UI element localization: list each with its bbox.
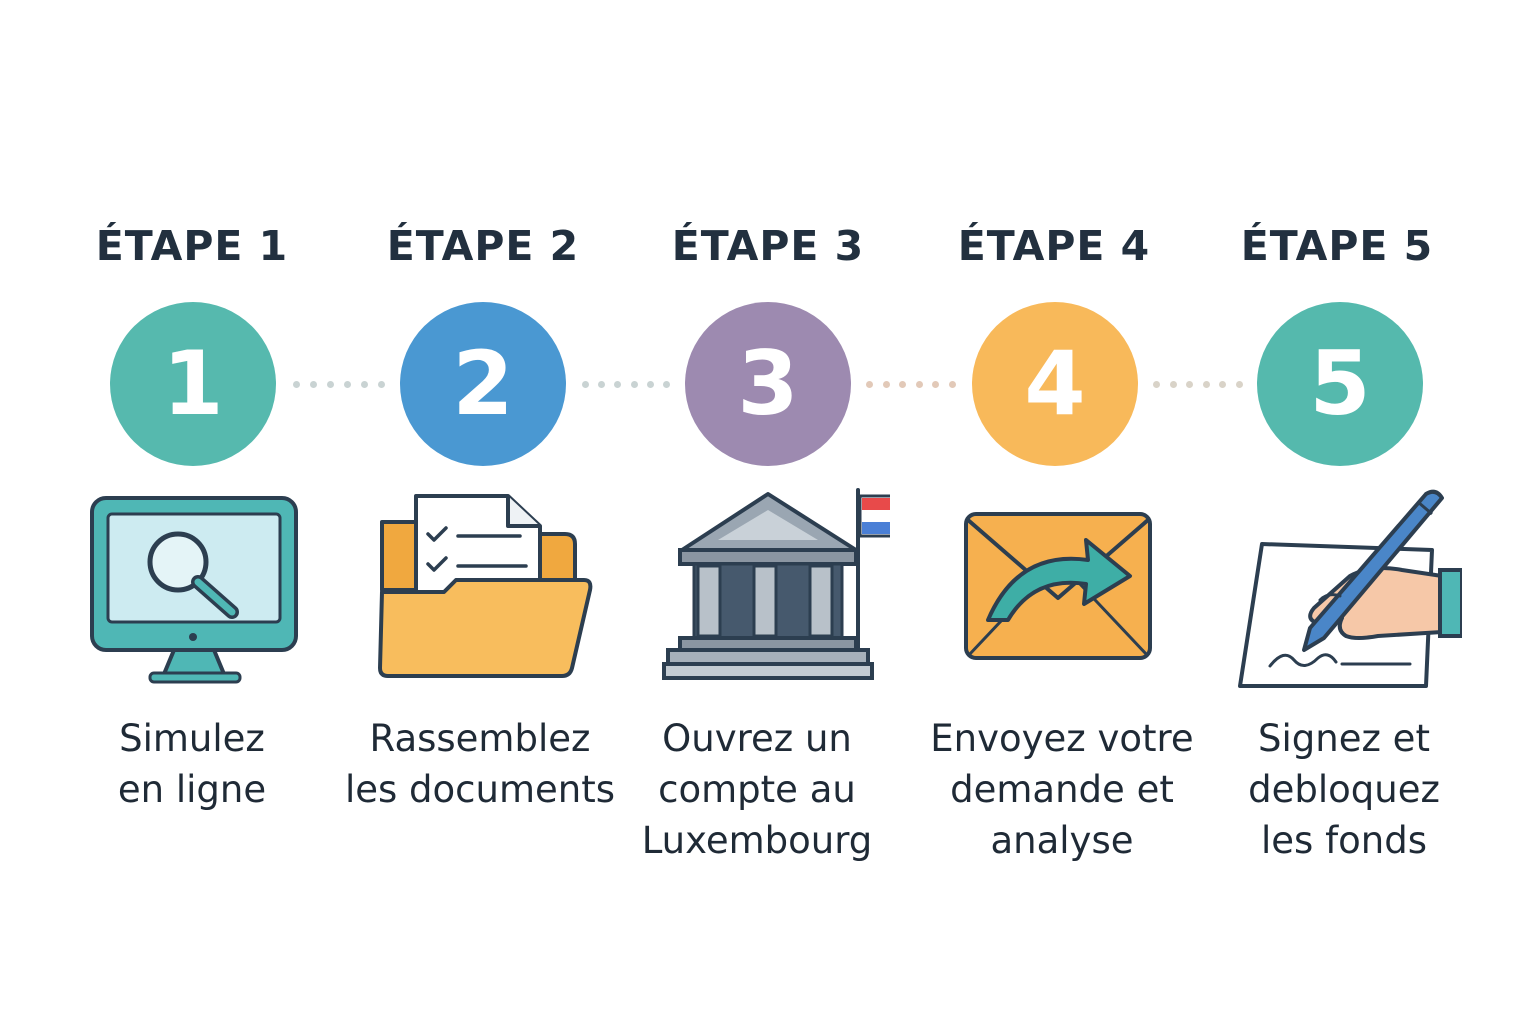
step-3-label-line-1: Ouvrez un (662, 717, 852, 760)
step-4-label-line-2: demande et (950, 768, 1174, 811)
connector-2-3 (582, 380, 670, 388)
connector-dot (1153, 380, 1160, 388)
connector-dot (1235, 380, 1243, 388)
connector-dot (344, 380, 351, 388)
folder-documents-icon (370, 480, 600, 700)
step-1-circle: 1 (110, 302, 276, 466)
step-3-number: 3 (737, 332, 799, 435)
connector-dot (662, 380, 670, 388)
step-1-number: 1 (162, 332, 224, 435)
connector-dot (866, 380, 873, 388)
step-4-label-line-3: analyse (990, 819, 1134, 862)
step-1-label: Simulez en ligne (42, 713, 342, 815)
monitor-search-icon (80, 480, 310, 700)
bank-flag-icon (660, 480, 916, 700)
step-3-label-line-3: Luxembourg (641, 819, 873, 862)
step-5-number: 5 (1309, 332, 1371, 435)
connector-dot (882, 380, 890, 388)
connector-4-5 (1153, 380, 1243, 388)
connector-dot (293, 380, 300, 388)
step-4-circle: 4 (972, 302, 1138, 466)
step-1-label-line-2: en ligne (117, 768, 267, 811)
step-4-title: ÉTAPE 4 (957, 222, 1151, 270)
step-5-title: ÉTAPE 5 (1240, 222, 1434, 270)
step-2-title: ÉTAPE 2 (386, 222, 580, 270)
connector-dot (614, 380, 622, 388)
step-1-label-line-1: Simulez (119, 717, 265, 760)
connector-dot (1202, 380, 1210, 388)
step-5-label-line-1: Signez et (1258, 717, 1430, 760)
step-3-label-line-2: compte au (658, 768, 856, 811)
connector-dot (378, 380, 385, 388)
step-5-label-line-3: les fonds (1261, 819, 1427, 862)
step-5-circle: 5 (1257, 302, 1423, 466)
connector-dot (915, 380, 923, 388)
step-3-circle: 3 (685, 302, 851, 466)
connector-1-2 (293, 380, 385, 388)
step-3-title: ÉTAPE 3 (671, 222, 865, 270)
step-5-label: Signez et debloquez les fonds (1194, 713, 1494, 866)
step-2-circle: 2 (400, 302, 566, 466)
connector-dot (646, 380, 654, 388)
connector-dot (327, 380, 334, 388)
connector-dot (1169, 380, 1177, 388)
hand-signing-icon (1232, 480, 1464, 700)
step-2-label-line-2: les documents (344, 768, 616, 811)
step-2-label: Rassemblez les documents (330, 713, 630, 815)
step-5-label-line-2: debloquez (1248, 768, 1440, 811)
step-2-label-line-1: Rassemblez (369, 717, 591, 760)
connector-3-4 (866, 380, 956, 388)
connector-dot (598, 380, 606, 388)
connector-dot (1219, 380, 1227, 388)
step-4-number: 4 (1024, 332, 1086, 435)
connector-dot (932, 380, 940, 388)
connector-dot (310, 380, 317, 388)
connector-dot (630, 380, 638, 388)
connector-dot (1186, 380, 1194, 388)
step-1-title: ÉTAPE 1 (95, 222, 289, 270)
connector-dot (361, 380, 368, 388)
connector-dot (948, 380, 956, 388)
step-4-label: Envoyez votre demande et analyse (912, 713, 1212, 866)
step-2-number: 2 (452, 332, 514, 435)
connector-dot (582, 380, 589, 388)
envelope-send-icon (948, 480, 1178, 700)
step-4-label-line-1: Envoyez votre (930, 717, 1194, 760)
step-3-label: Ouvrez un compte au Luxembourg (607, 713, 907, 866)
connector-dot (899, 380, 907, 388)
